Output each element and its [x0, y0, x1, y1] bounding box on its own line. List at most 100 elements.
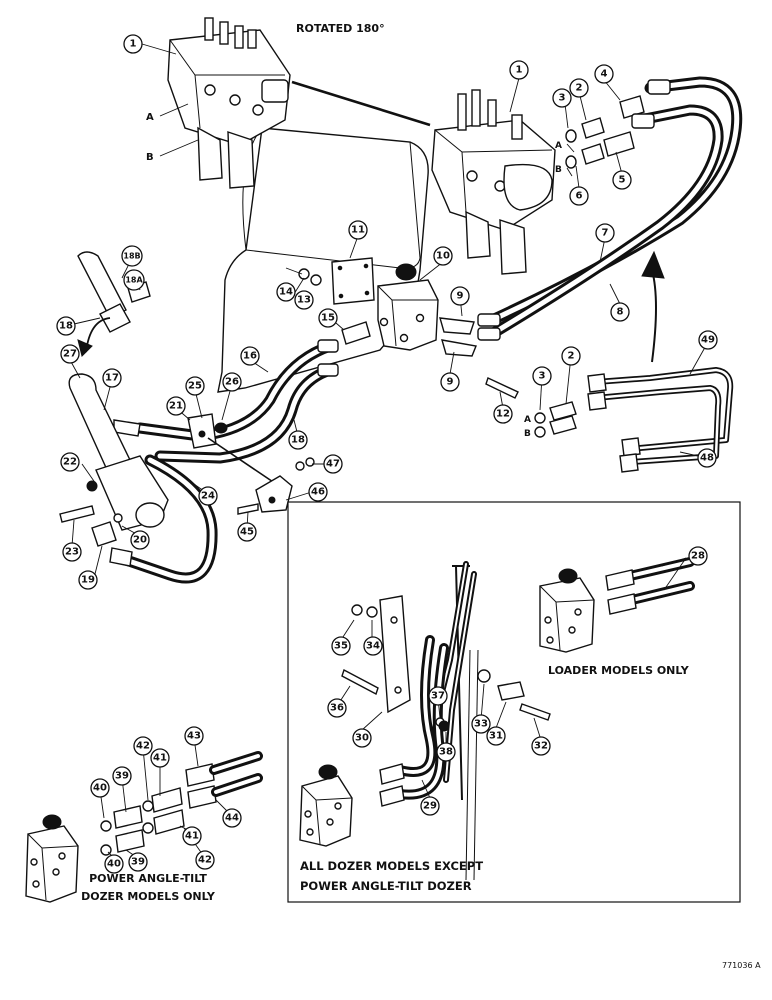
callout-circle — [352, 728, 372, 748]
callout-circle — [420, 796, 440, 816]
callout-44: 44 — [222, 808, 242, 828]
callout-circle — [128, 852, 148, 872]
control-valve-rotated — [167, 17, 291, 189]
pat-dozer-label-line2: DOZER MODELS ONLY — [81, 890, 216, 903]
callout-39: 39 — [112, 766, 132, 786]
callout-4: 4 — [594, 64, 614, 84]
tubes-48-49 — [587, 367, 734, 473]
callout-circle — [184, 726, 204, 746]
loader-valve-block — [539, 568, 595, 653]
callout-number: 40 — [93, 783, 107, 794]
callout-number: 42 — [198, 855, 212, 866]
callout-42: 42 — [133, 736, 153, 756]
callout-number: 5 — [619, 175, 626, 186]
pointer-arrow-48-49 — [641, 250, 665, 363]
callout-12: 12 — [493, 404, 513, 424]
callout-15: 15 — [318, 308, 338, 328]
callout-31: 31 — [486, 726, 506, 746]
callout-2: 2 — [561, 346, 581, 366]
callout-circle — [102, 368, 122, 388]
callout-number: 7 — [602, 228, 609, 239]
callout-number: 39 — [131, 857, 145, 868]
callout-9: 9 — [440, 372, 460, 392]
callout-number: 18 — [291, 435, 305, 446]
callout-circle — [532, 366, 552, 386]
callout-circle — [222, 808, 242, 828]
callout-number: 18 — [59, 321, 73, 332]
callout-number: 49 — [701, 335, 715, 346]
port-letter-b: B — [555, 165, 562, 175]
callout-7: 7 — [595, 223, 615, 243]
callout-circle — [195, 850, 215, 870]
callout-circle — [222, 372, 242, 392]
callout-20: 20 — [130, 530, 150, 550]
callout-circle — [531, 736, 551, 756]
rotated-180-label: ROTATED 180° — [296, 22, 385, 35]
callout-circle — [198, 486, 218, 506]
hose-24 — [109, 454, 218, 584]
bracket-46 — [237, 457, 315, 515]
callout-number: 38 — [439, 747, 453, 758]
callout-37: 37 — [428, 686, 448, 706]
callout-circle — [78, 570, 98, 590]
callout-circle — [288, 430, 308, 450]
callout-circle — [123, 34, 143, 54]
callout-circle — [610, 302, 630, 322]
callout-9: 9 — [450, 286, 470, 306]
callout-number: 48 — [700, 453, 714, 464]
callout-circle — [276, 282, 296, 302]
callout-number: 41 — [153, 753, 167, 764]
callout-circle — [440, 372, 460, 392]
callout-number: 26 — [225, 377, 239, 388]
callout-circle — [62, 542, 82, 562]
callout-circle — [90, 778, 110, 798]
inspection-plate — [331, 257, 375, 305]
callout-number: 21 — [169, 401, 183, 412]
callout-circle — [569, 186, 589, 206]
callout-number: 15 — [321, 313, 335, 324]
pat-valve-block — [25, 814, 79, 903]
loader-models-only-label: LOADER MODELS ONLY — [548, 664, 690, 677]
callout-number: 31 — [489, 731, 503, 742]
callout-circle — [121, 245, 143, 267]
callout-circle — [182, 826, 202, 846]
callout-24: 24 — [198, 486, 218, 506]
callout-2: 2 — [569, 78, 589, 98]
callout-circle — [318, 308, 338, 328]
callout-number: 18A — [125, 276, 143, 285]
callout-number: 36 — [330, 703, 344, 714]
callout-number: 12 — [496, 409, 510, 420]
callout-36: 36 — [327, 698, 347, 718]
valve-fittings — [565, 95, 645, 169]
callout-number: 43 — [187, 731, 201, 742]
callout-circle — [595, 223, 615, 243]
callout-28: 28 — [688, 546, 708, 566]
callout-26: 26 — [222, 372, 242, 392]
control-valve — [431, 89, 556, 275]
callout-number: 14 — [279, 287, 293, 298]
callout-18a: 18A — [123, 269, 145, 291]
figure-number: 771036 A — [722, 961, 761, 970]
callout-number: 23 — [65, 547, 79, 558]
callout-circle — [56, 316, 76, 336]
callout-number: 4 — [601, 69, 608, 80]
callout-1: 1 — [123, 34, 143, 54]
callout-circle — [697, 448, 717, 468]
callout-22: 22 — [60, 452, 80, 472]
callout-40: 40 — [90, 778, 110, 798]
callout-number: 45 — [240, 527, 254, 538]
callout-42: 42 — [195, 850, 215, 870]
callout-circle — [552, 88, 572, 108]
callout-number: 19 — [81, 575, 95, 586]
callout-25: 25 — [185, 376, 205, 396]
callout-circle — [166, 396, 186, 416]
callout-number: 41 — [185, 831, 199, 842]
callout-circle — [509, 60, 529, 80]
callout-layer: 112345678991011121314151617181818A18B192… — [56, 34, 718, 874]
callout-47: 47 — [323, 454, 343, 474]
dozer-clamp-31 — [435, 669, 551, 732]
callout-number: 22 — [63, 457, 77, 468]
bolt-12-and-fittings — [485, 377, 577, 438]
callout-circle — [433, 246, 453, 266]
